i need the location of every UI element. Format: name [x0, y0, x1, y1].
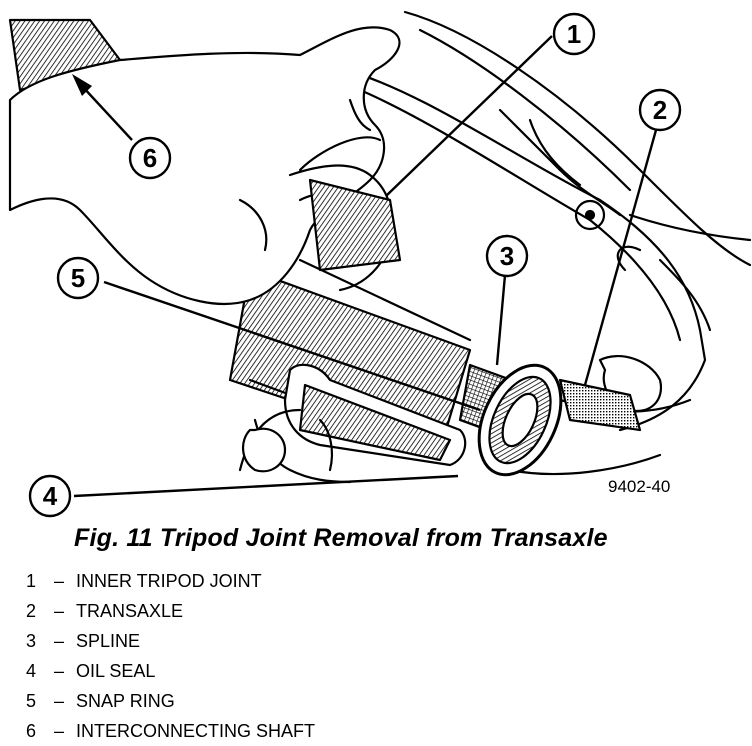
- leader-line-6: [81, 85, 133, 141]
- leader-line-5: [103, 280, 481, 412]
- svg-text:3: 3: [500, 241, 514, 271]
- svg-text:5: 5: [71, 263, 85, 293]
- leader-line-4: [73, 474, 459, 498]
- callout-2: 2: [638, 88, 682, 132]
- technician-hand: [8, 26, 402, 306]
- legend-item: 5–SNAP RING: [26, 691, 175, 711]
- inner-tripod-joint: [238, 363, 467, 484]
- arrowhead-6: [72, 74, 92, 96]
- legend-item: 4–OIL SEAL: [26, 661, 156, 681]
- oil-seal: [477, 363, 563, 477]
- leader-lines: [73, 35, 658, 498]
- legend-item: 1–INNER TRIPOD JOINT: [26, 571, 262, 591]
- tripod-joint-illustration: 1 2 3 4 5 6 9402-40: [8, 10, 752, 518]
- legend-list: 1–INNER TRIPOD JOINT 2–TRANSAXLE 3–SPLIN…: [26, 566, 315, 746]
- svg-text:1: 1: [567, 19, 581, 49]
- callout-5: 5: [56, 256, 100, 300]
- callouts: 1 2 3 4 5 6: [28, 12, 682, 518]
- legend-item: 2–TRANSAXLE: [26, 601, 184, 621]
- callout-3: 3: [485, 234, 529, 278]
- leader-line-1: [385, 35, 553, 197]
- figure-code: 9402-40: [608, 477, 670, 496]
- callout-1: 1: [552, 12, 596, 56]
- figure-caption: Fig. 11 Tripod Joint Removal from Transa…: [74, 524, 608, 552]
- svg-text:2: 2: [653, 95, 667, 125]
- leader-line-2: [583, 129, 658, 386]
- legend-item: 3–SPLINE: [26, 631, 141, 651]
- svg-text:4: 4: [43, 481, 58, 511]
- leader-line-3: [495, 274, 507, 366]
- callout-4: 4: [28, 474, 72, 518]
- callout-6: 6: [128, 136, 172, 180]
- transaxle-housing: [343, 10, 752, 476]
- svg-text:6: 6: [143, 143, 157, 173]
- legend-item: 6–INTERCONNECTING SHAFT: [26, 721, 316, 741]
